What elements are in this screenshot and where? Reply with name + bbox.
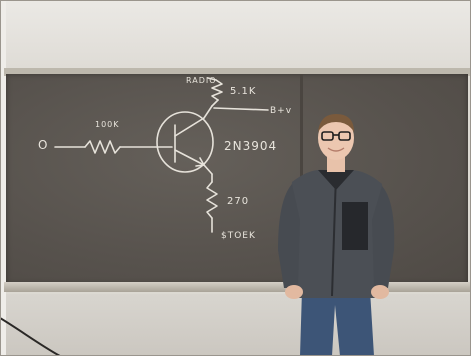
transistor-circle	[156, 111, 214, 173]
chalk-label-base-resistor: 100K	[95, 120, 120, 129]
chalkboard-top-rail	[4, 68, 470, 76]
chalk-label-ground: O	[38, 138, 49, 152]
fleece-jacket	[284, 169, 388, 298]
chalk-label-emitter-resistor: 270	[227, 196, 250, 207]
right-hand	[371, 285, 389, 299]
chalk-label-top-node: RADIO	[186, 76, 217, 85]
shirt-collar	[318, 170, 354, 190]
right-sleeve	[372, 186, 395, 288]
emitter-wire	[203, 164, 213, 175]
emitter-resistor-zigzag	[206, 181, 218, 219]
glasses	[321, 131, 351, 141]
left-edge	[0, 0, 6, 356]
emitter-lead	[174, 149, 205, 166]
hair	[318, 114, 354, 132]
collector-resistor-zigzag	[211, 79, 223, 101]
supply-wire	[213, 107, 269, 111]
power-cable	[0, 317, 61, 356]
collector-wire	[203, 105, 213, 119]
chalk-label-output: $TOEK	[221, 231, 256, 241]
chalk-label-supply: B+v	[270, 106, 293, 116]
chest-pocket	[342, 202, 368, 250]
person	[278, 114, 395, 356]
collector-lead	[174, 117, 205, 137]
base-resistor-zigzag	[84, 140, 121, 154]
chalk-label-transistor: 2N3904	[224, 139, 278, 153]
wall-lower	[0, 294, 471, 356]
jeans	[300, 290, 374, 356]
left-hand	[285, 285, 303, 299]
left-sleeve	[278, 184, 300, 288]
wall-upper	[0, 0, 471, 72]
head	[318, 116, 354, 160]
chalk-tray	[4, 282, 470, 292]
chalk-label-collector-resistor: 5.1K	[230, 86, 257, 97]
